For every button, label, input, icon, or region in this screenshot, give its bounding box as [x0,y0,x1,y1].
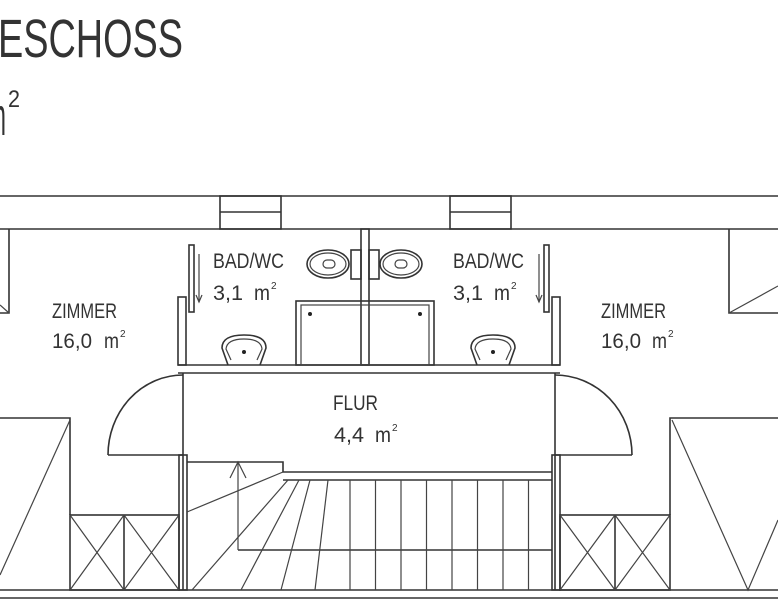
area-exponent: 2 [668,329,674,340]
room-label-flur: FLUR 4,4 m 2 [333,392,398,447]
room-name: ZIMMER [52,300,117,323]
exterior-wall-bottom [0,589,778,599]
window-right [449,195,512,230]
area-exponent: 2 [271,281,277,292]
exterior-wall-top [0,195,778,230]
wardrobe-lower-left [69,514,180,591]
sink-left-icon [221,334,267,366]
room-label-bad-left: BAD/WC 3,1 m 2 [213,250,284,305]
closet-upper-left [0,229,10,314]
door-swing-left [107,374,184,456]
sliding-door-left [188,244,203,313]
area-exponent: 2 [120,329,126,340]
room-label-bad-right: BAD/WC 3,1 m 2 [453,250,524,305]
room-label-zimmer-left: ZIMMER 16,0 m 2 [52,300,126,353]
shower-tray [295,300,435,366]
room-label-zimmer-right: ZIMMER 16,0 m 2 [601,300,674,353]
room-name: ZIMMER [601,300,666,323]
closet-lower-left [0,417,71,576]
area-exponent: 2 [511,281,517,292]
door-swing-right [554,374,633,456]
area-unit: m [494,282,510,305]
title-area-unit: m [0,87,6,147]
area-unit: m [375,424,391,447]
room-name: FLUR [333,392,378,415]
room-area: 4,4 [334,424,364,447]
area-unit: m [652,330,667,353]
area-unit: m [104,330,119,353]
area-unit: m [254,282,270,305]
floor-title: ESCHOSS [0,9,183,69]
room-area: 16,0 [601,330,641,353]
closet-upper-right [728,229,778,314]
closet-lower-right [669,417,778,592]
staircase [186,461,552,591]
title-area-exponent: 2 [8,86,20,113]
room-area: 3,1 [213,282,243,305]
toilet-right-icon [368,249,423,280]
room-name: BAD/WC [213,250,284,273]
sink-right-icon [470,334,516,366]
room-name: BAD/WC [453,250,524,273]
sliding-door-right [535,244,550,313]
stair-direction-arrow [229,460,247,550]
area-exponent: 2 [392,423,398,434]
room-area: 16,0 [52,330,92,353]
toilet-left-icon [306,249,362,280]
wardrobe-lower-right [559,514,671,591]
window-left [219,195,282,230]
room-area: 3,1 [453,282,483,305]
